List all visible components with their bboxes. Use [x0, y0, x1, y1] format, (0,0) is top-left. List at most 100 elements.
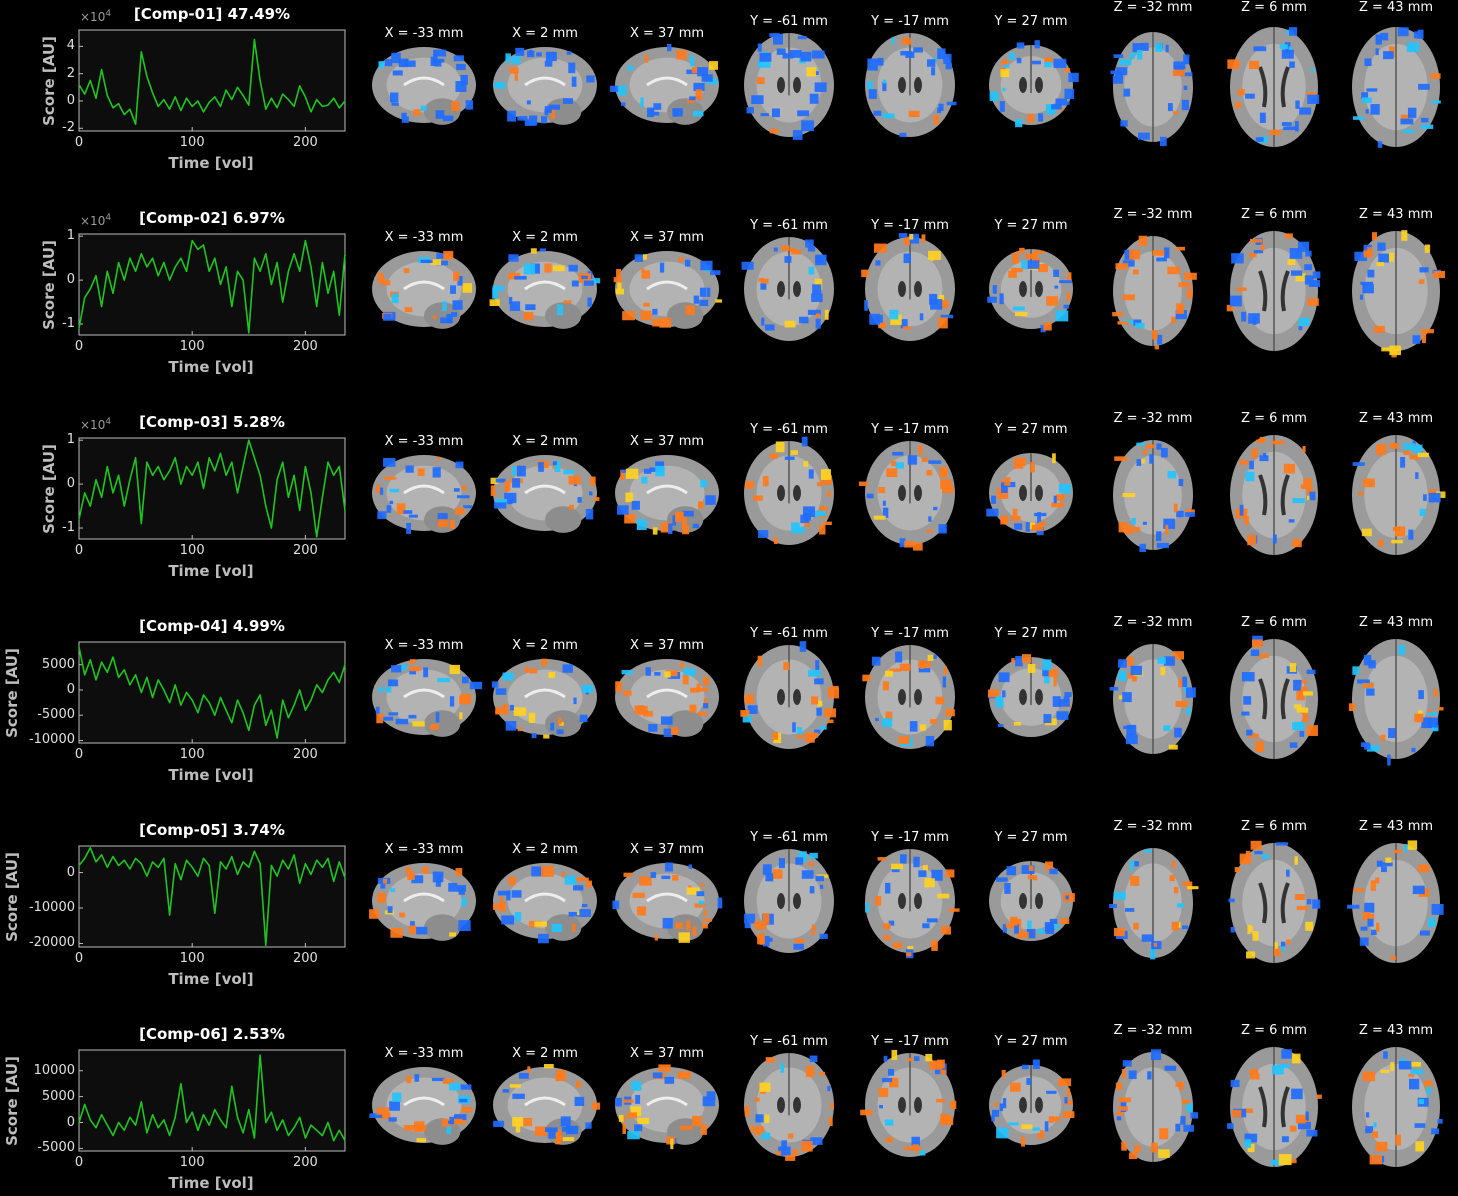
positive-activation-voxel: [1117, 321, 1129, 325]
brain-slice-coronal: [986, 453, 1073, 536]
negative-activation-voxel: [879, 1104, 884, 1109]
x-tick-label: 100: [179, 339, 205, 354]
positive-activation-voxel: [1178, 678, 1186, 688]
component-timecourse-line: [78, 1054, 346, 1142]
negative-activation-voxel: [508, 254, 519, 262]
positive-activation-voxel: [899, 663, 911, 671]
negative-activation-voxel: [430, 56, 436, 67]
timecourse-point: [270, 527, 273, 529]
negative-activation-voxel: [1004, 63, 1010, 68]
negative-activation-voxel: [1428, 917, 1436, 928]
x-tick-label: 200: [292, 543, 318, 558]
positive-activation-voxel: [1112, 312, 1123, 317]
negative-activation-voxel: [465, 100, 474, 110]
negative-activation-voxel: [1116, 67, 1128, 76]
timecourse-point: [151, 92, 154, 94]
positive-activation-voxel: [757, 77, 765, 85]
negative-activation-voxel: [612, 900, 620, 910]
positive-activation-voxel: [670, 1138, 674, 1150]
positive-activation-voxel: [1063, 893, 1075, 902]
negative-activation-voxel: [1156, 443, 1162, 450]
negative-activation-voxel: [1418, 690, 1424, 700]
positive-activation-voxel: [754, 920, 767, 930]
positive-activation-voxel: [878, 1087, 889, 1098]
negative-activation-voxel: [1280, 946, 1285, 953]
timecourse-point: [276, 479, 278, 481]
brain-slice-axial: [1226, 231, 1321, 351]
brain-slice-sagittal: [493, 47, 597, 126]
negative-activation-voxel: [391, 102, 399, 106]
slice-coordinate-label: Z = 43 mm: [1358, 207, 1434, 222]
positive-activation-voxel: [942, 485, 954, 494]
positive-activation-voxel: [422, 866, 429, 874]
negative-activation-voxel: [697, 67, 709, 77]
timecourse-point: [95, 97, 97, 99]
positive-activation-voxel: [1294, 704, 1302, 709]
positive-activation-voxel: [455, 507, 465, 515]
component-title: [Comp-04] 4.99%: [139, 617, 285, 635]
slice-coordinate-label: Z = -32 mm: [1113, 819, 1193, 834]
brain-slice-axial: [1112, 235, 1197, 350]
positive-activation-voxel: [885, 1137, 894, 1142]
positive-activation-voxel: [1043, 322, 1052, 331]
negative-activation-voxel: [699, 299, 709, 307]
slice-coordinate-label: Z = -32 mm: [1113, 615, 1193, 630]
timecourse-point: [118, 1121, 120, 1124]
negative-activation-voxel: [636, 519, 647, 530]
positive-activation-voxel: [1001, 59, 1009, 65]
positive-activation-voxel: [1295, 1114, 1306, 1124]
slice-coordinate-label: X = 37 mm: [629, 230, 705, 245]
brain-slice-coronal: [987, 654, 1073, 737]
corpus-callosum: [646, 280, 688, 291]
negative-activation-voxel: [581, 275, 588, 279]
positive-activation-voxel: [461, 1107, 473, 1113]
corpus-callosum: [524, 892, 566, 903]
positive-activation-voxel: [1424, 1080, 1433, 1088]
timecourse-point: [197, 712, 199, 714]
negative-activation-voxel: [1417, 29, 1424, 39]
negative-activation-voxel: [1122, 260, 1135, 267]
negative-activation-voxel: [1370, 104, 1380, 115]
negative-activation-voxel: [1038, 113, 1044, 122]
positive-activation-voxel: [1173, 651, 1185, 660]
brain-slice-coronal: [989, 40, 1079, 128]
positive-activation-voxel: [1115, 1082, 1123, 1090]
timecourse-point: [123, 279, 125, 281]
negative-activation-voxel: [1059, 280, 1072, 284]
negative-activation-voxel: [943, 53, 952, 64]
negative-activation-voxel: [742, 713, 752, 723]
positive-activation-voxel: [889, 1077, 899, 1088]
timecourse-point: [106, 866, 108, 868]
negative-activation-voxel: [1042, 659, 1052, 671]
negative-activation-voxel: [450, 285, 456, 294]
timecourse-point: [163, 261, 165, 264]
positive-activation-voxel: [757, 933, 765, 945]
negative-activation-voxel: [1245, 471, 1255, 482]
ventricle: [1019, 485, 1027, 501]
negative-activation-voxel: [815, 510, 827, 517]
timecourse-point: [129, 108, 131, 110]
positive-activation-voxel: [1436, 491, 1446, 498]
negative-activation-voxel: [815, 660, 820, 671]
positive-activation-voxel: [591, 1102, 601, 1110]
positive-activation-voxel: [1067, 272, 1072, 283]
negative-activation-voxel: [792, 722, 796, 733]
ventricle: [1035, 1097, 1043, 1113]
positive-activation-voxel: [1250, 840, 1262, 850]
ventricle: [793, 281, 801, 297]
timecourse-point: [118, 103, 120, 105]
negative-activation-voxel: [1180, 1116, 1186, 1125]
positive-activation-voxel: [1027, 113, 1034, 123]
timecourse-point: [157, 866, 159, 868]
brain-slice-sagittal: [372, 47, 476, 125]
negative-activation-voxel: [1368, 660, 1376, 669]
y-tick-label: -2: [62, 120, 75, 136]
positive-activation-voxel: [758, 277, 765, 282]
negative-activation-voxel: [771, 108, 780, 118]
corpus-callosum: [646, 76, 688, 87]
positive-activation-voxel: [1391, 539, 1403, 544]
positive-activation-voxel: [1021, 1136, 1026, 1147]
positive-activation-voxel: [1305, 921, 1314, 931]
positive-activation-voxel: [685, 305, 695, 315]
